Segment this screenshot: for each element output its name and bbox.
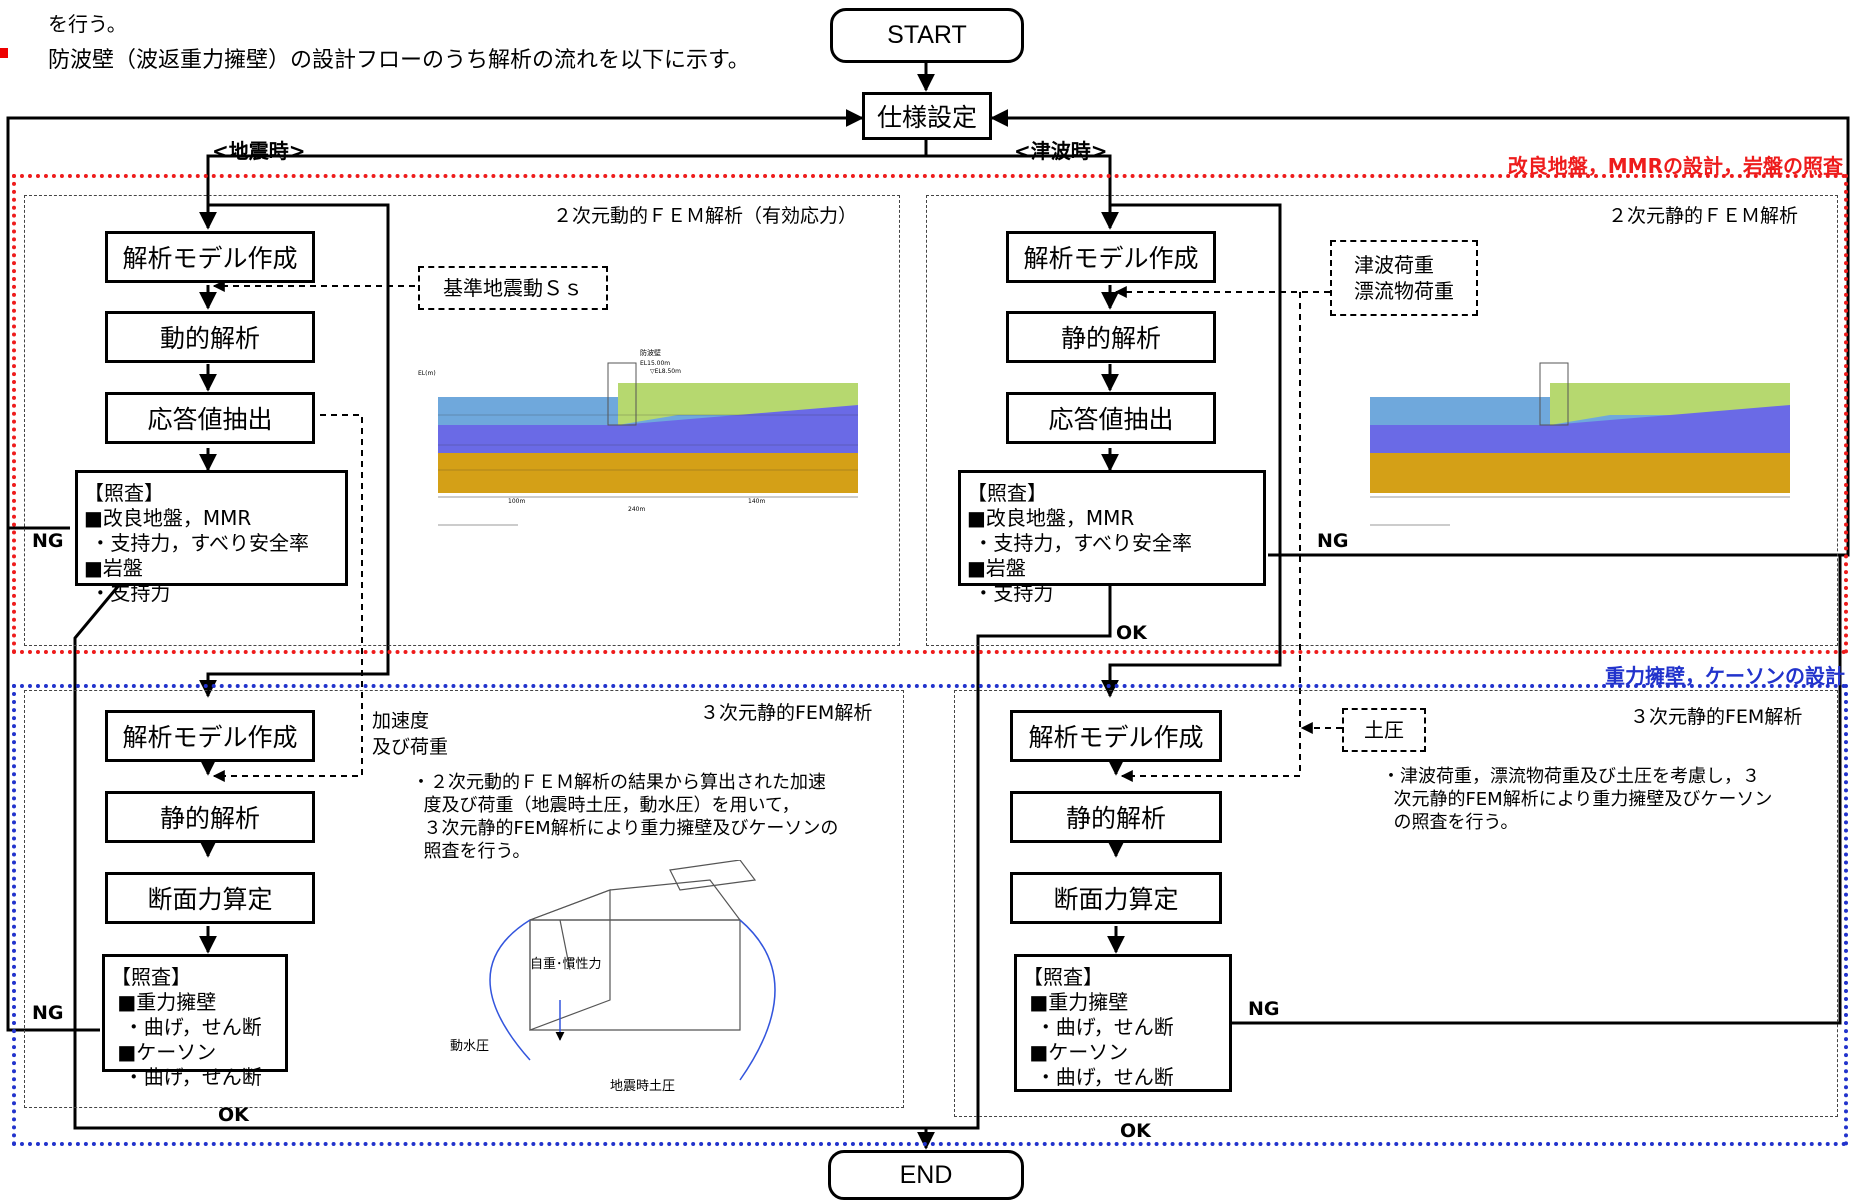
rb-model-box: 解析モデル作成 bbox=[1010, 710, 1222, 762]
ng-flag-lb: NG bbox=[32, 1002, 64, 1024]
el-gw: ▽EL8.50m bbox=[650, 368, 681, 375]
panel-bottom-left bbox=[24, 690, 904, 1108]
header-bullet bbox=[0, 48, 8, 58]
rt-response-box: 応答値抽出 bbox=[1006, 392, 1216, 444]
end-box: END bbox=[828, 1150, 1024, 1200]
dim-left: 100m bbox=[508, 498, 525, 505]
rt-check-box: 【照査】 ■改良地盤，MMR ・支持力，すべり安全率 ■岩盤 ・支持力 bbox=[958, 470, 1266, 605]
wall-label: 防波壁 bbox=[640, 348, 661, 357]
axis-label: EL(m) bbox=[418, 370, 436, 377]
header-line-1: を行う。 bbox=[48, 12, 127, 36]
dim-total: 240m bbox=[628, 506, 645, 513]
wall-grid bbox=[1539, 362, 1569, 426]
fig-hydro: 動水圧 bbox=[450, 1039, 489, 1054]
header-line-2: 防波壁（波返重力擁壁）の設計フローのうち解析の流れを以下に示す。 bbox=[48, 48, 750, 73]
red-region bbox=[12, 174, 1848, 654]
spec-box: 仕様設定 bbox=[862, 92, 992, 140]
lt-check-box: 【照査】 ■改良地盤，MMR ・支持力，すべり安全率 ■岩盤 ・支持力 bbox=[75, 470, 348, 605]
lb-model-box: 解析モデル作成 bbox=[105, 710, 315, 762]
blue-region-title: 重力擁壁，ケーソンの設計 bbox=[1605, 664, 1845, 688]
ng-flag-rt: NG bbox=[1317, 530, 1349, 552]
rt-model-box: 解析モデル作成 bbox=[1006, 231, 1216, 283]
caisson-3d-sketch: 自重･慣性力 動水圧 地震時土圧 bbox=[450, 860, 776, 1094]
ok-flag-rb: OK bbox=[1120, 1120, 1151, 1142]
panel-title-tl: ２次元動的ＦＥＭ解析（有効応力） bbox=[553, 205, 858, 227]
fem-model-figure-right bbox=[1370, 362, 1790, 526]
rb-check-box: 【照査】 ■重力擁壁 ・曲げ，せん断 ■ケーソン ・曲げ，せん断 bbox=[1014, 954, 1232, 1092]
panel-title-tr: ２次元静的ＦＥＭ解析 bbox=[1608, 205, 1799, 227]
panel-title-bl: ３次元静的FEM解析 bbox=[700, 702, 873, 724]
lt-dynamic-box: 動的解析 bbox=[105, 311, 315, 363]
fem-model-figure-left: 防波壁 EL15.00m ▽EL8.50m EL(m) 100m 140m 24… bbox=[418, 348, 858, 526]
ok-flag-lb: OK bbox=[218, 1104, 249, 1126]
panel-title-br: ３次元静的FEM解析 bbox=[1630, 706, 1803, 728]
blue-region bbox=[12, 684, 1848, 1146]
lb-static-box: 静的解析 bbox=[105, 791, 315, 843]
rb-section-box: 断面力算定 bbox=[1010, 872, 1222, 924]
wall-grid bbox=[607, 362, 637, 426]
panel-top-right bbox=[926, 195, 1838, 646]
ng-flag-lt: NG bbox=[32, 530, 64, 552]
lt-model-box: 解析モデル作成 bbox=[105, 231, 315, 283]
lb-check-box: 【照査】 ■重力擁壁 ・曲げ，せん断 ■ケーソン ・曲げ，せん断 bbox=[102, 954, 288, 1089]
ground-layer-violet bbox=[1370, 405, 1790, 453]
lb-accel-label: 加速度 及び荷重 bbox=[372, 710, 449, 758]
label-earthquake: <地震時> bbox=[212, 139, 306, 163]
lb-description: ・２次元動的ＦＥＭ解析の結果から算出された加速 度及び荷重（地震時土圧，動水圧）… bbox=[412, 772, 839, 862]
fig-earth: 地震時土圧 bbox=[610, 1079, 675, 1094]
el-top: EL15.00m bbox=[640, 360, 670, 367]
panel-bottom-right bbox=[954, 690, 1838, 1117]
rt-static-box: 静的解析 bbox=[1006, 311, 1216, 363]
rb-input-earth-pressure: 土圧 bbox=[1342, 708, 1426, 752]
ground-layer-violet bbox=[438, 405, 858, 453]
panel-top-left bbox=[24, 195, 900, 646]
rb-static-box: 静的解析 bbox=[1010, 791, 1222, 843]
rt-input-tsunami: 津波荷重 漂流物荷重 bbox=[1330, 240, 1478, 316]
rb-description: ・津波荷重，漂流物荷重及び土圧を考慮し，３ 次元静的FEM解析により重力擁壁及び… bbox=[1382, 766, 1773, 833]
dim-right: 140m bbox=[748, 498, 765, 505]
red-region-title: 改良地盤，MMRの設計，岩盤の照査 bbox=[1507, 154, 1843, 178]
ground-layer-ochre bbox=[438, 453, 858, 493]
lb-section-box: 断面力算定 bbox=[105, 872, 315, 924]
lt-input-ss: 基準地震動Ｓｓ bbox=[418, 266, 608, 310]
ground-layer-ochre bbox=[1370, 453, 1790, 493]
ng-flag-rb: NG bbox=[1248, 998, 1280, 1020]
fig-self-weight: 自重･慣性力 bbox=[530, 956, 602, 972]
start-box: START bbox=[830, 8, 1024, 63]
lt-response-box: 応答値抽出 bbox=[105, 392, 315, 444]
label-tsunami: <津波時> bbox=[1014, 139, 1108, 163]
ok-flag-rt: OK bbox=[1116, 622, 1147, 644]
